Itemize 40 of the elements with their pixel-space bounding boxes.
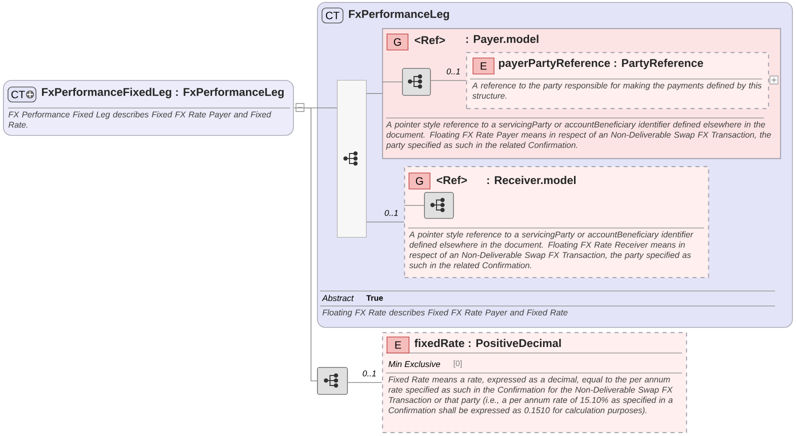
property-value: [0] <box>454 360 462 368</box>
property-value: True <box>366 295 383 301</box>
type-badge: CT <box>8 86 36 102</box>
title-text: <Ref> <box>414 36 445 44</box>
title-text: fixedRate : PositiveDecimal <box>414 338 561 348</box>
sequence-icon-box <box>402 68 431 96</box>
element-box <box>382 332 688 434</box>
type-badge: G <box>408 172 430 190</box>
connector-line <box>347 382 382 383</box>
title-text: payerPartyReference : PartyReference <box>499 58 704 70</box>
connector-line <box>404 205 424 206</box>
description-text: A reference to the party responsible for making the payments defined by this structure. <box>472 82 762 99</box>
connector-line <box>366 93 382 94</box>
description-text: A pointer style reference to a servicingParty or accountBeneficiary identifier defined elsewhere in the document. Floating FX Rate Receiver means in respect of an Non-Deliverable Swap FX Transaction, the party specified as such in the related Confirmation. <box>408 231 694 268</box>
title-text: : Payer.model <box>466 34 538 46</box>
property-name: Abstract <box>322 294 354 302</box>
sequence-icon-box <box>317 367 348 395</box>
description-text: FX Performance Fixed Leg describes Fixed FX Rate Payer and Fixed Rate. <box>8 111 272 128</box>
description-text: A pointer style reference to a servicingParty or accountBeneficiary identifier defined elsewhere in the document. Floating FX Rate Payer means in respect of an Non-Deliverable Swap FX Transaction, the party specified as such in the related Confirmation. <box>386 121 771 150</box>
connector-line <box>304 108 318 382</box>
element-box <box>466 52 770 110</box>
type-box <box>3 80 304 136</box>
description-text: Fixed Rate means a rate, expressed as a decimal, equal to the per annum rate specified as such in the Confirmation for the Non-Deliverable Swap FX Transaction or that party (i.e., a per annum rate of 15.10% as specified in a Confirmation shall be expressed as 0.1510 for calculation purposes). <box>388 376 673 415</box>
type-badge: E <box>472 58 494 74</box>
title-text: : Receiver.model <box>487 176 576 184</box>
cardinality-label: 0..1 <box>362 370 376 376</box>
element-box <box>404 166 710 278</box>
cardinality-label: 0..1 <box>446 68 460 74</box>
property-name: Min Exclusive <box>388 360 440 368</box>
description-text: Floating FX Rate describes Fixed FX Rate Payer and Fixed Rate <box>322 309 568 318</box>
type-badge: CT <box>322 8 344 24</box>
title-text: FxPerformanceFixedLeg : FxPerformanceLeg <box>42 88 284 98</box>
connector-line <box>430 80 466 81</box>
type-badge: E <box>386 336 410 354</box>
sequence-icon-box <box>424 192 454 219</box>
type-badge: G <box>386 34 408 50</box>
title-text: FxPerformanceLeg <box>349 10 449 20</box>
title-text: <Ref> <box>436 176 467 184</box>
cardinality-label: 0..1 <box>384 210 398 216</box>
sequence-bar <box>337 80 367 238</box>
